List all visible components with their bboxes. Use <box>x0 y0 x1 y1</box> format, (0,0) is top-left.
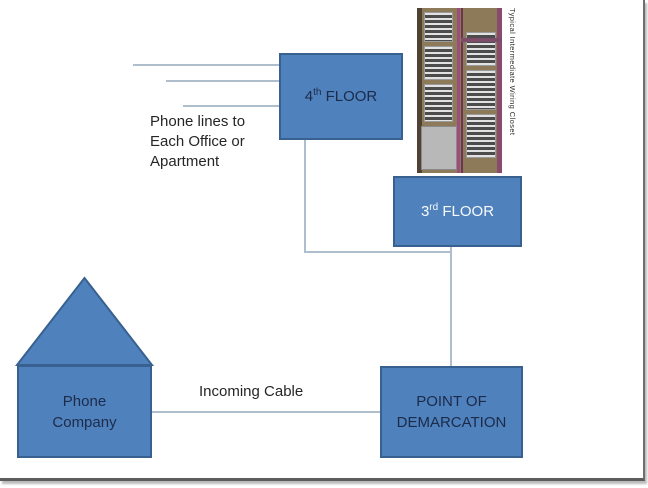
wire-strand <box>497 8 502 173</box>
punchdown-block <box>466 70 496 110</box>
incoming-cable-line <box>152 411 380 413</box>
punchdown-block <box>466 114 496 158</box>
photo-caption: Typical Intermediate Wiring Closet <box>508 8 517 136</box>
node-phone-company: Phone Company <box>17 365 152 458</box>
riser-3rd-floor-down <box>450 247 452 366</box>
node-4th-floor-label: 4th FLOOR <box>304 87 378 106</box>
wiring-closet-photo <box>417 8 502 173</box>
node-point-of-demarcation: POINT OF DEMARCATION <box>380 366 523 458</box>
node-3rd-floor-label: 3rd FLOOR <box>420 202 495 221</box>
node-demarcation-label: POINT OF DEMARCATION <box>396 393 507 431</box>
metal-cabinet <box>421 126 457 170</box>
punchdown-block <box>424 84 453 122</box>
wire-bundle <box>461 38 502 42</box>
punchdown-block <box>424 12 453 42</box>
punchdown-block <box>466 32 496 66</box>
wire-strand <box>457 8 460 173</box>
node-3rd-floor: 3rd FLOOR <box>393 176 522 247</box>
phone-line-1 <box>133 64 279 66</box>
node-4th-floor: 4th FLOOR <box>279 53 403 140</box>
phone-line-2 <box>166 80 279 82</box>
house-roof-shape <box>15 276 154 366</box>
riser-cross-connector <box>304 251 452 253</box>
wire-strand <box>461 8 463 173</box>
phone-line-3 <box>183 105 279 107</box>
node-phone-company-label: Phone Company <box>52 392 117 431</box>
photo-dark-edge <box>417 8 422 173</box>
phone-lines-annotation: Phone lines to Each Office or Apartment <box>150 113 246 170</box>
riser-4th-floor-down <box>304 140 306 253</box>
incoming-cable-annotation: Incoming Cable <box>199 383 304 400</box>
punchdown-block <box>424 46 453 80</box>
